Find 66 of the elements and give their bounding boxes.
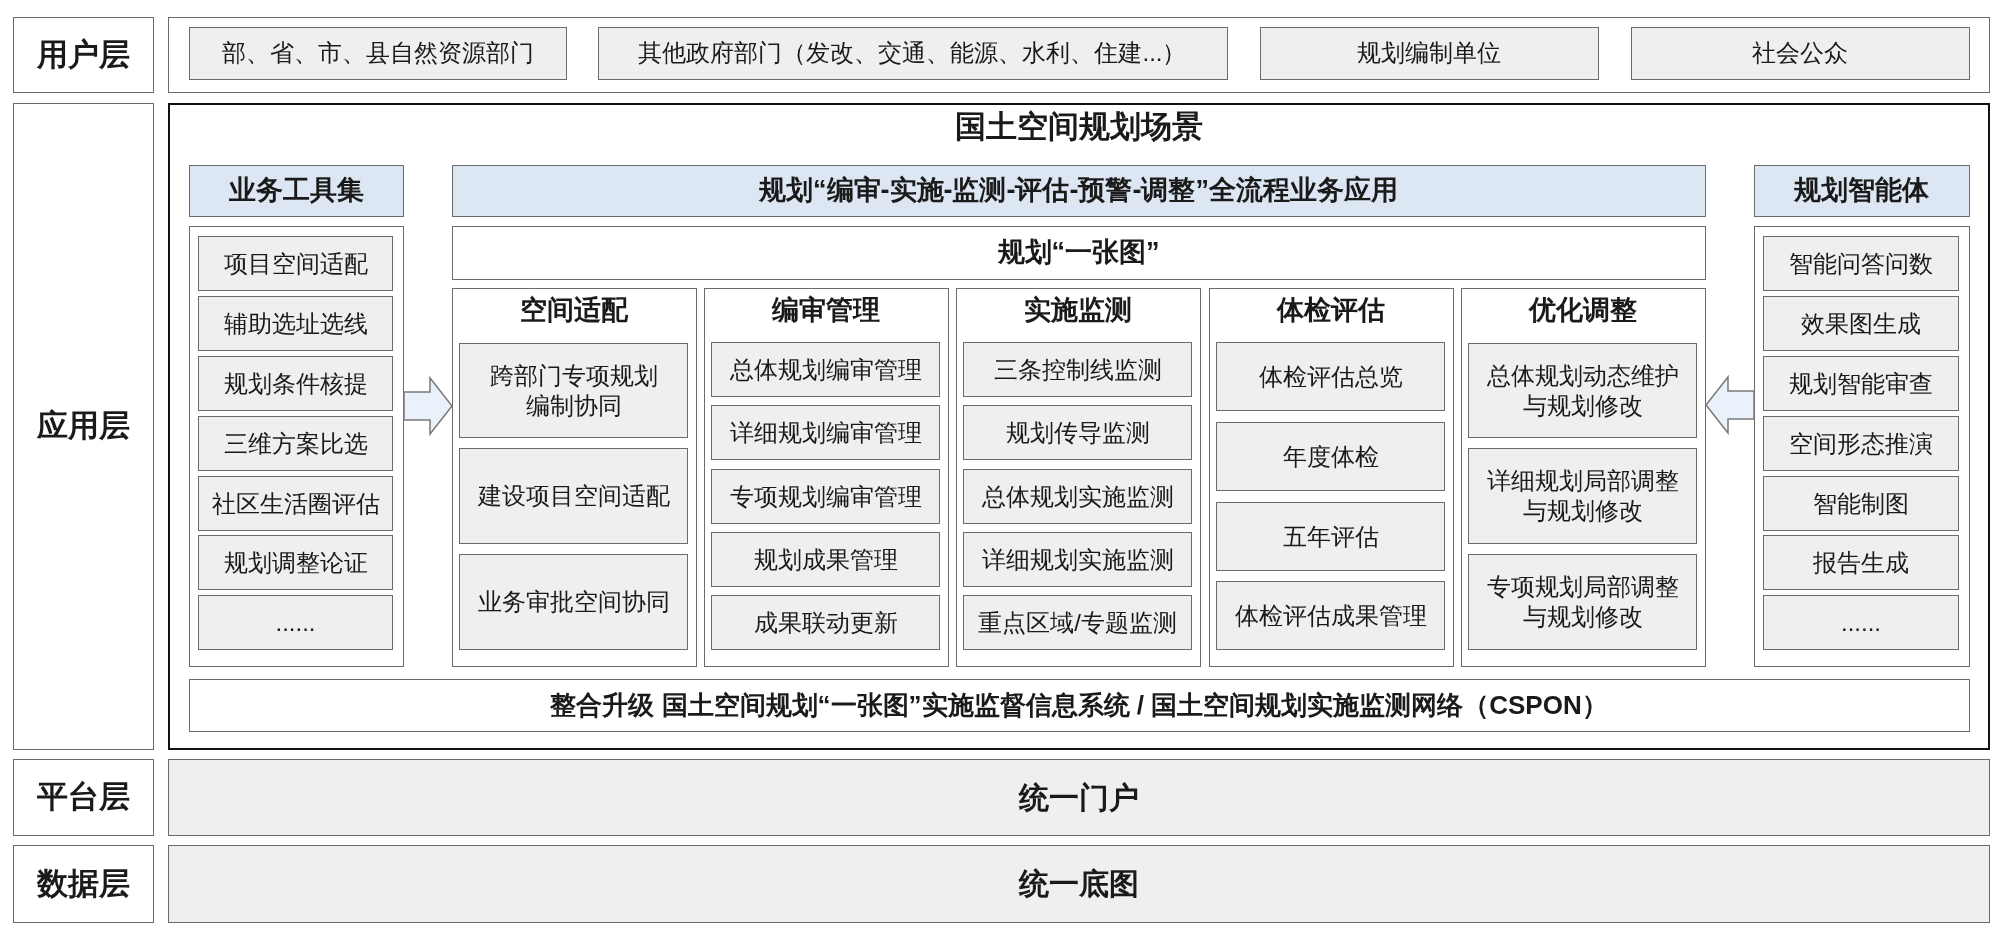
item-box: 详细规划编审管理 <box>711 405 940 460</box>
column-panel <box>451 287 697 667</box>
layer-label: 数据层 <box>13 845 154 923</box>
item-box: 五年评估 <box>1216 502 1445 571</box>
header-bar: 规划智能体 <box>1753 164 1970 217</box>
column-panel <box>955 287 1201 667</box>
item-box: 项目空间适配 <box>198 236 393 291</box>
item-box: 社会公众 <box>1630 26 1970 80</box>
item-box: 规划编制单位 <box>1259 26 1599 80</box>
column-heading: 体检评估 <box>1277 293 1385 327</box>
header-bar: 规划“编审-实施-监测-评估-预警-调整”全流程业务应用 <box>451 164 1706 217</box>
item-box: 详细规划实施监测 <box>963 532 1192 587</box>
item-box: 业务审批空间协同 <box>459 554 688 650</box>
item-box: 专项规划局部调整与规划修改 <box>1468 554 1697 650</box>
layer-bar: 统一门户 <box>168 759 1990 836</box>
item-box: 体检评估成果管理 <box>1216 581 1445 650</box>
block-arrow <box>1705 374 1755 436</box>
item-box: 规划传导监测 <box>963 405 1192 460</box>
column-heading: 编审管理 <box>772 293 880 327</box>
item-box: 规划条件核提 <box>198 356 393 411</box>
item-box: 规划智能审查 <box>1763 356 1959 411</box>
item-box: ...... <box>1763 595 1959 650</box>
item-box: 规划调整论证 <box>198 535 393 590</box>
item-box: 体检评估总览 <box>1216 342 1445 411</box>
item-box: 三条控制线监测 <box>963 342 1192 397</box>
item-box: 成果联动更新 <box>711 595 940 650</box>
item-box: 其他政府部门（发改、交通、能源、水利、住建...） <box>597 26 1228 80</box>
item-box: 空间形态推演 <box>1763 416 1959 471</box>
item-box: 重点区域/专题监测 <box>963 595 1192 650</box>
item-box: 总体规划动态维护与规划修改 <box>1468 343 1697 438</box>
item-box: 效果图生成 <box>1763 296 1959 351</box>
item-box: 报告生成 <box>1763 535 1959 590</box>
item-box: 总体规划编审管理 <box>711 342 940 397</box>
item-box: 社区生活圈评估 <box>198 476 393 531</box>
layer-bar: 统一底图 <box>168 845 1990 923</box>
layer-label: 用户层 <box>13 17 154 93</box>
column-panel <box>1208 287 1454 667</box>
item-box: 三维方案比选 <box>198 416 393 471</box>
layer-label: 应用层 <box>13 103 154 750</box>
list-panel <box>1753 225 1970 667</box>
column-heading: 空间适配 <box>520 293 628 327</box>
item-box: 年度体检 <box>1216 422 1445 491</box>
item-box: 建设项目空间适配 <box>459 448 688 544</box>
item-box: 部、省、市、县自然资源部门 <box>188 26 567 80</box>
item-box: 专项规划编审管理 <box>711 469 940 524</box>
panel-title: 国土空间规划场景 <box>955 107 1203 146</box>
header-bar: 业务工具集 <box>188 164 404 217</box>
column-panel <box>1460 287 1706 667</box>
item-box: 详细规划局部调整与规划修改 <box>1468 448 1697 544</box>
item-box: 智能制图 <box>1763 476 1959 531</box>
layer-label: 平台层 <box>13 759 154 836</box>
column-heading: 实施监测 <box>1024 293 1132 327</box>
column-panel <box>703 287 949 667</box>
layer-panel <box>168 17 1990 93</box>
system-bar: 整合升级 国土空间规划“一张图”实施监督信息系统 / 国土空间规划实施监测网络（CSPON） <box>188 678 1970 732</box>
scenario-panel <box>168 103 1990 750</box>
item-box: 规划成果管理 <box>711 532 940 587</box>
item-box: ...... <box>198 595 393 650</box>
item-box: 辅助选址选线 <box>198 296 393 351</box>
item-box: 跨部门专项规划编制协同 <box>459 343 688 438</box>
item-box: 智能问答问数 <box>1763 236 1959 291</box>
banner-box: 规划“一张图” <box>451 225 1706 280</box>
block-arrow <box>403 375 453 437</box>
item-box: 总体规划实施监测 <box>963 469 1192 524</box>
list-panel <box>188 225 404 667</box>
column-heading: 优化调整 <box>1529 293 1637 327</box>
